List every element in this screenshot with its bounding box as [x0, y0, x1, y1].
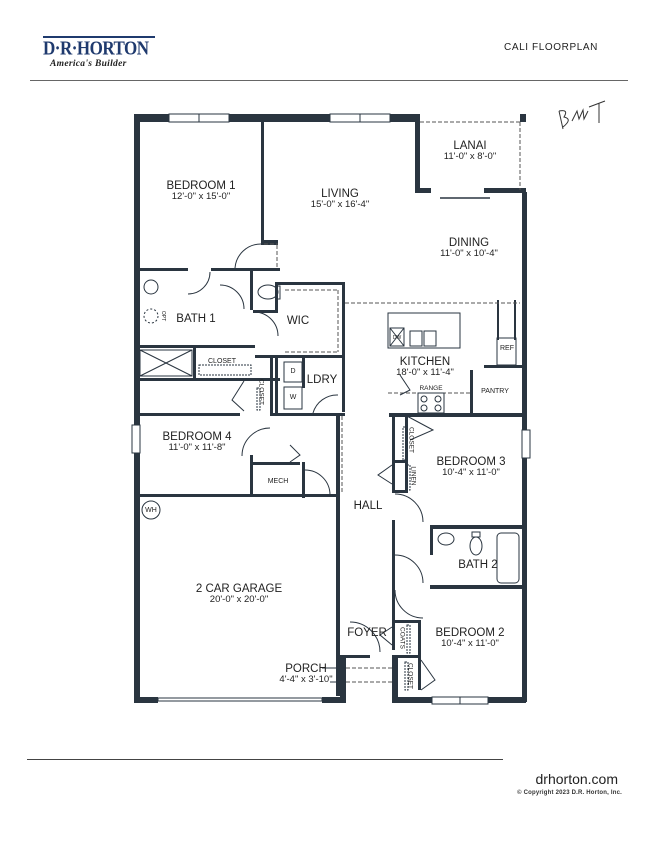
room-name: BEDROOM 3: [436, 456, 506, 468]
label-range: RANGE: [419, 385, 443, 392]
room-name: BEDROOM 2: [435, 627, 505, 639]
label-closet-bath1: CLOSET: [207, 358, 237, 365]
room-bedroom-1: BEDROOM 1 12'-0" x 15'-0": [166, 180, 235, 202]
room-dimensions: 4'-4" x 3'-10": [279, 674, 333, 686]
room-name: BATH 2: [458, 559, 498, 571]
logo-bar: [43, 36, 155, 38]
room-dimensions: 20'-0" x 20'-0": [209, 594, 269, 606]
room-dimensions: 11'-0" x 8'-0": [443, 151, 497, 163]
room-dimensions: 15'-0" x 16'-4": [310, 199, 370, 211]
room-bedroom-4: BEDROOM 4 11'-0" x 11'-8": [162, 431, 231, 453]
room-name: BATH 1: [176, 313, 216, 325]
handwritten-initials: [558, 100, 606, 130]
label-pantry: PANTRY: [481, 388, 509, 395]
room-name: DINING: [448, 237, 490, 249]
room-dimensions: 18'-0" x 11'-4": [396, 367, 454, 379]
room-lanai: LANAI 11'-0" x 8'-0": [444, 140, 496, 162]
room-name: HALL: [353, 500, 383, 512]
room-laundry: LDRY: [307, 374, 337, 386]
room-name: BEDROOM 1: [166, 180, 236, 192]
label-mech: MECH: [267, 478, 289, 485]
room-name: WIC: [286, 315, 310, 327]
room-dining: DINING 11'-0" x 10'-4": [440, 237, 498, 259]
label-water-heater: WH: [145, 507, 157, 514]
room-living: LIVING 15'-0" x 16'-4": [311, 188, 369, 210]
footer-divider: [27, 759, 503, 760]
room-bath-1: BATH 1: [176, 313, 215, 325]
room-dimensions: 10'-4" x 11'-0": [442, 467, 500, 479]
label-dryer: D: [290, 368, 296, 375]
room-name: LANAI: [453, 140, 487, 152]
label-optional: OPT: [160, 310, 166, 322]
room-dimensions: 10'-4" x 11'-0": [441, 638, 499, 650]
room-name: PORCH: [285, 663, 327, 675]
room-name: BEDROOM 4: [162, 431, 232, 443]
header-divider: [30, 80, 628, 81]
page-title: CALI FLOORPLAN: [504, 42, 598, 53]
room-name: LDRY: [306, 374, 338, 386]
label-closet-bed2: CLOSET: [406, 662, 414, 690]
room-foyer: FOYER: [347, 627, 387, 639]
label-refrigerator: REF: [500, 345, 514, 352]
website-link[interactable]: drhorton.com: [535, 771, 618, 787]
label-linen: LINEN: [409, 466, 417, 486]
copyright-notice: © Copyright 2023 D.R. Horton, Inc.: [517, 790, 622, 796]
room-bedroom-2: BEDROOM 2 10'-4" x 11'-0": [435, 627, 504, 649]
brand-logo: D·R·HORTON: [43, 37, 149, 59]
brand-tagline: America's Builder: [50, 59, 127, 69]
room-kitchen: KITCHEN 18'-0" x 11'-4": [396, 356, 454, 378]
label-closet-hall: CLOSET: [257, 378, 265, 406]
room-porch: PORCH 4'-4" x 3'-10": [279, 663, 332, 685]
room-name: FOYER: [347, 627, 387, 639]
room-name: LIVING: [321, 188, 359, 200]
room-dimensions: 11'-0" x 11'-8": [168, 442, 226, 454]
room-hall: HALL: [354, 500, 383, 512]
label-dishwasher: DW: [392, 335, 402, 341]
room-dimensions: 12'-0" x 15'-0": [171, 191, 231, 203]
room-bedroom-3: BEDROOM 3 10'-4" x 11'-0": [436, 456, 505, 478]
room-wic: WIC: [287, 315, 309, 327]
room-name: 2 CAR GARAGE: [195, 583, 283, 595]
room-dimensions: 11'-0" x 10'-4": [440, 248, 498, 260]
label-washer: W: [289, 394, 297, 401]
room-name: KITCHEN: [399, 356, 451, 368]
room-garage: 2 CAR GARAGE 20'-0" x 20'-0": [196, 583, 282, 605]
label-coats: COATS: [398, 627, 406, 649]
label-closet-bed3: CLOSET: [407, 426, 415, 454]
room-bath-2: BATH 2: [458, 559, 497, 571]
